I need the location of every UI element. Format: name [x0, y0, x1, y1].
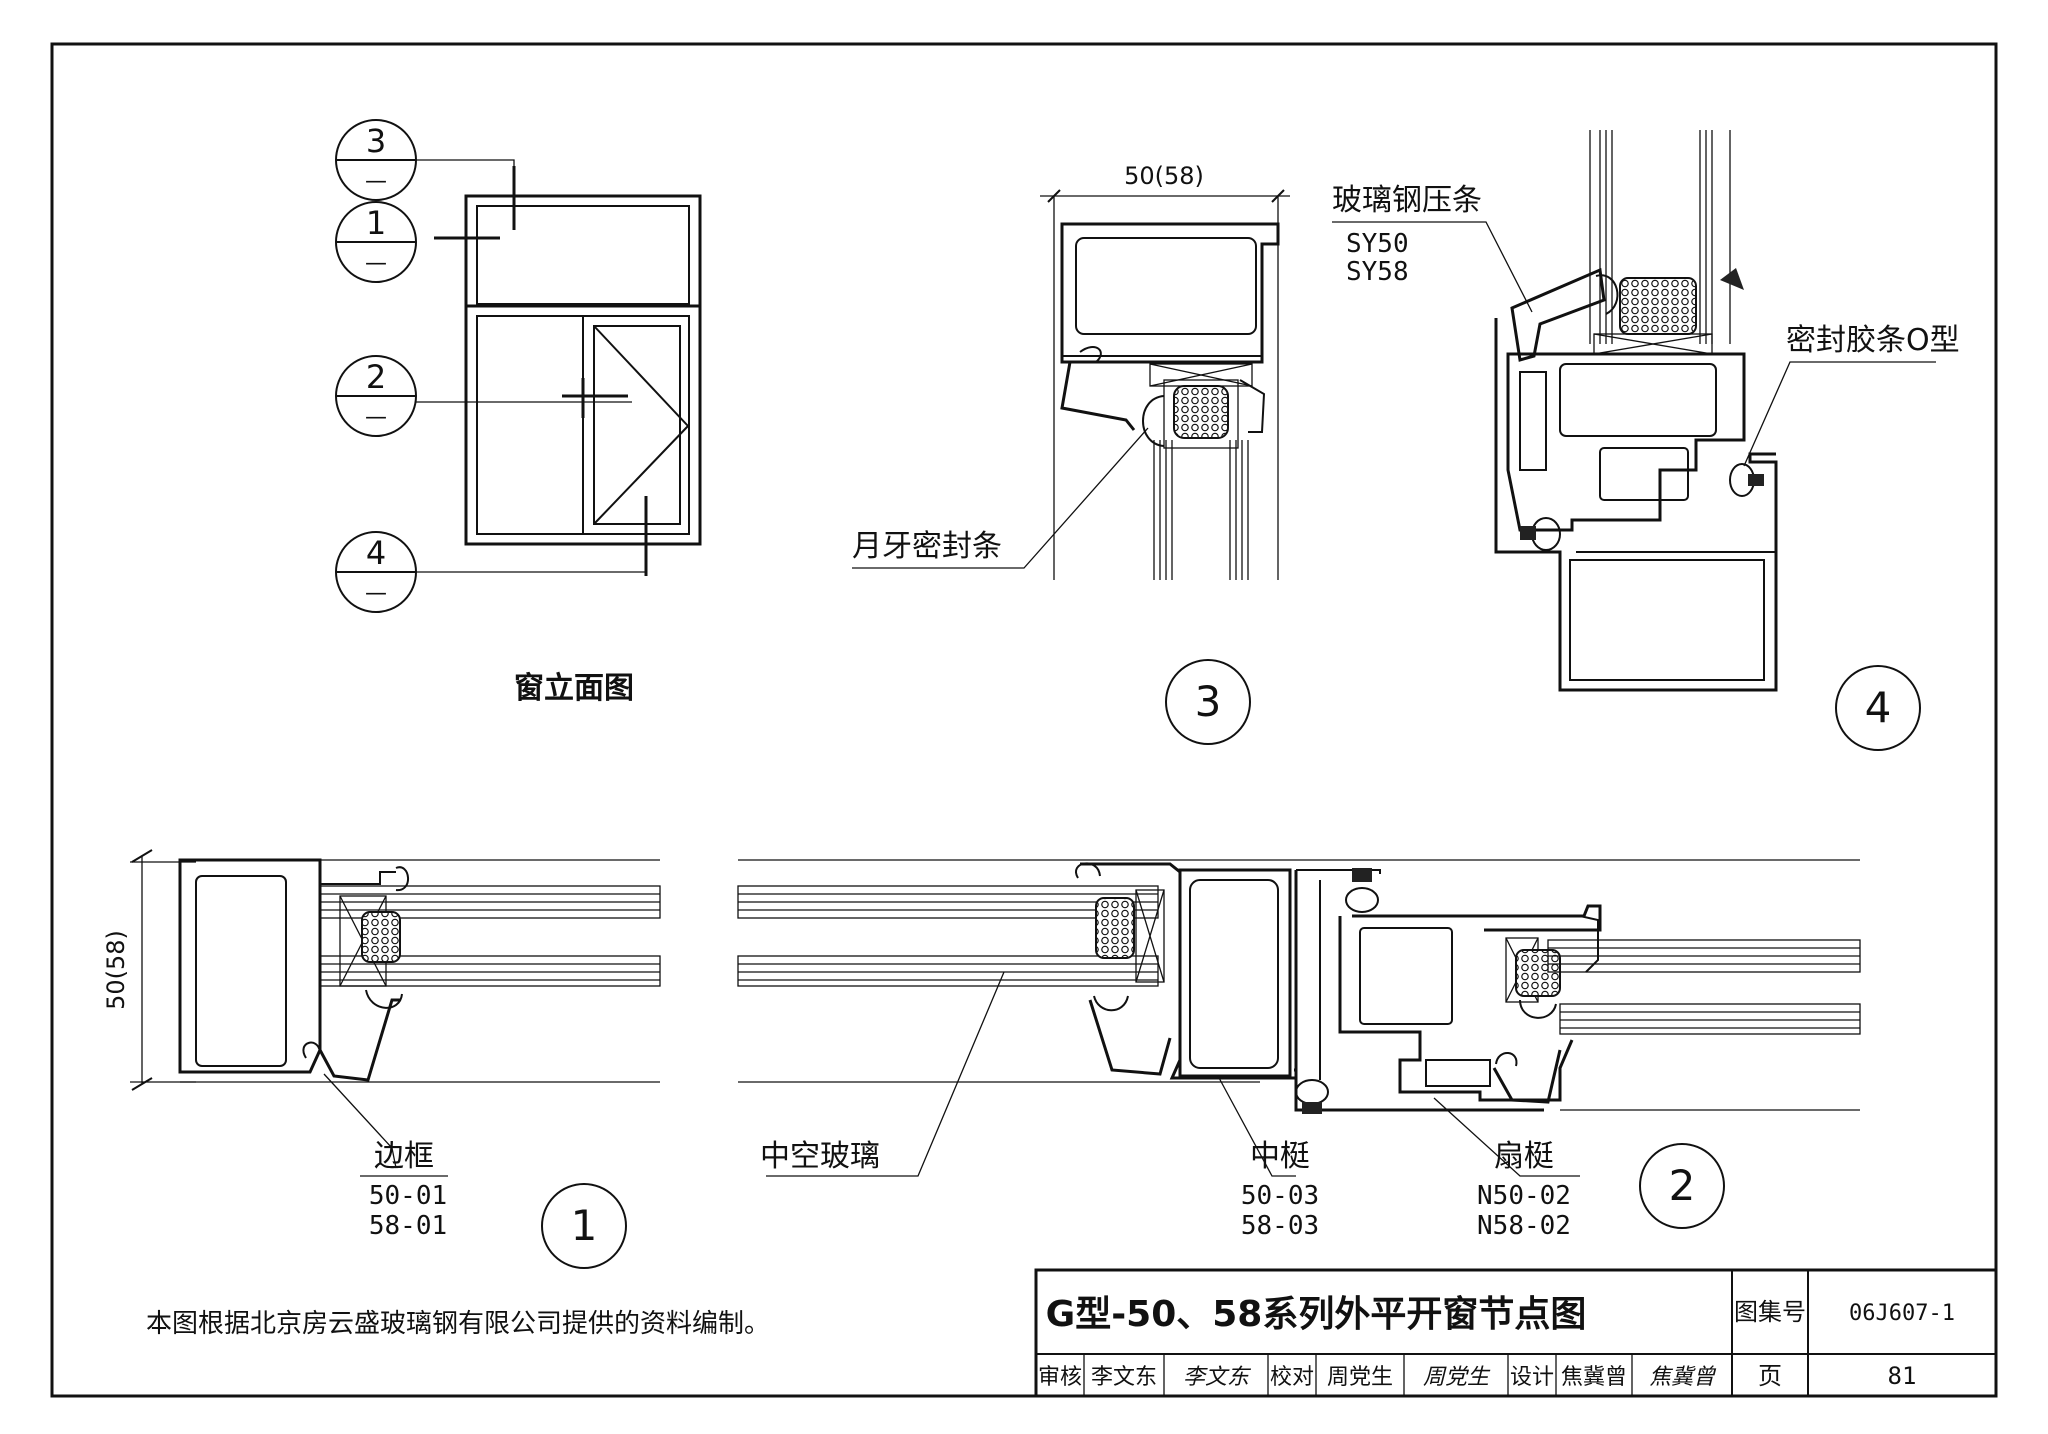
- window-elevation: [464, 194, 702, 546]
- checker-name: 周党生: [1327, 1365, 1393, 1390]
- label-sash-stile: 扇梃: [1494, 1139, 1554, 1174]
- section-marker-4: 4 —: [335, 496, 648, 613]
- designer-signature: 焦冀曾: [1649, 1365, 1717, 1390]
- callout-gasket-label: 密封胶条O型: [1786, 323, 1960, 358]
- sheet-border: [50, 42, 1998, 1398]
- detail-number: 1: [571, 1201, 598, 1250]
- review-label: 审核: [1038, 1365, 1082, 1390]
- section-marker-3: 3 —: [335, 119, 516, 230]
- atlas-number: 06J607-1: [1849, 1301, 1955, 1326]
- drawing-title: G型-50、58系列外平开窗节点图: [1046, 1294, 1587, 1335]
- page-number: 81: [1888, 1362, 1917, 1390]
- marker-number: 3: [366, 122, 386, 160]
- code-side-frame: 50-01: [369, 1181, 447, 1211]
- marker-number: 4: [366, 534, 386, 572]
- code-side-frame: 58-01: [369, 1211, 447, 1241]
- horizontal-section: 50(58): [102, 849, 1861, 1269]
- detail-number: 3: [1195, 677, 1222, 726]
- callout-seal-label: 月牙密封条: [852, 529, 1002, 564]
- designer-name: 焦冀曾: [1561, 1365, 1627, 1390]
- code-sash-stile: N58-02: [1477, 1211, 1571, 1241]
- code-mullion: 58-03: [1241, 1211, 1319, 1241]
- code-sash-stile: N50-02: [1477, 1181, 1571, 1211]
- design-label: 设计: [1510, 1365, 1554, 1390]
- bead-code: SY58: [1346, 257, 1409, 287]
- detail-4: 玻璃钢压条 SY50 SY58 密封胶条O型 4: [1332, 130, 1960, 751]
- label-insulated-glass: 中空玻璃: [760, 1139, 880, 1174]
- marker-sub: —: [365, 169, 387, 194]
- reviewer-signature: 李文东: [1183, 1365, 1252, 1390]
- marker-sub: —: [365, 251, 387, 276]
- label-mullion: 中梃: [1250, 1139, 1310, 1174]
- bead-code: SY50: [1346, 229, 1409, 259]
- section-dimension: 50(58): [102, 930, 130, 1010]
- callout-bead-label: 玻璃钢压条: [1332, 183, 1482, 218]
- reviewer-name: 李文东: [1091, 1365, 1157, 1390]
- section-marker-2: 2 —: [335, 355, 632, 437]
- section-marker-1: 1 —: [335, 201, 500, 283]
- elevation-title: 窗立面图: [514, 671, 634, 706]
- marker-number: 1: [366, 204, 386, 242]
- marker-sub: —: [365, 405, 387, 430]
- label-side-frame: 边框: [374, 1139, 434, 1174]
- checker-signature: 周党生: [1423, 1365, 1491, 1390]
- check-label: 校对: [1270, 1365, 1314, 1390]
- source-note: 本图根据北京房云盛玻璃钢有限公司提供的资料编制。: [146, 1309, 770, 1339]
- title-block: G型-50、58系列外平开窗节点图 图集号 06J607-1 页 81 审核 李…: [1034, 1268, 1998, 1398]
- detail-3: 50(58) 月牙密封条 3: [852, 162, 1290, 745]
- detail-number: 2: [1669, 1161, 1696, 1210]
- marker-number: 2: [366, 358, 386, 396]
- atlas-label: 图集号: [1734, 1298, 1806, 1326]
- dimension-text: 50(58): [1124, 162, 1204, 190]
- marker-sub: —: [365, 581, 387, 606]
- detail-number: 4: [1865, 683, 1892, 732]
- page-label: 页: [1758, 1362, 1782, 1390]
- code-mullion: 50-03: [1241, 1181, 1319, 1211]
